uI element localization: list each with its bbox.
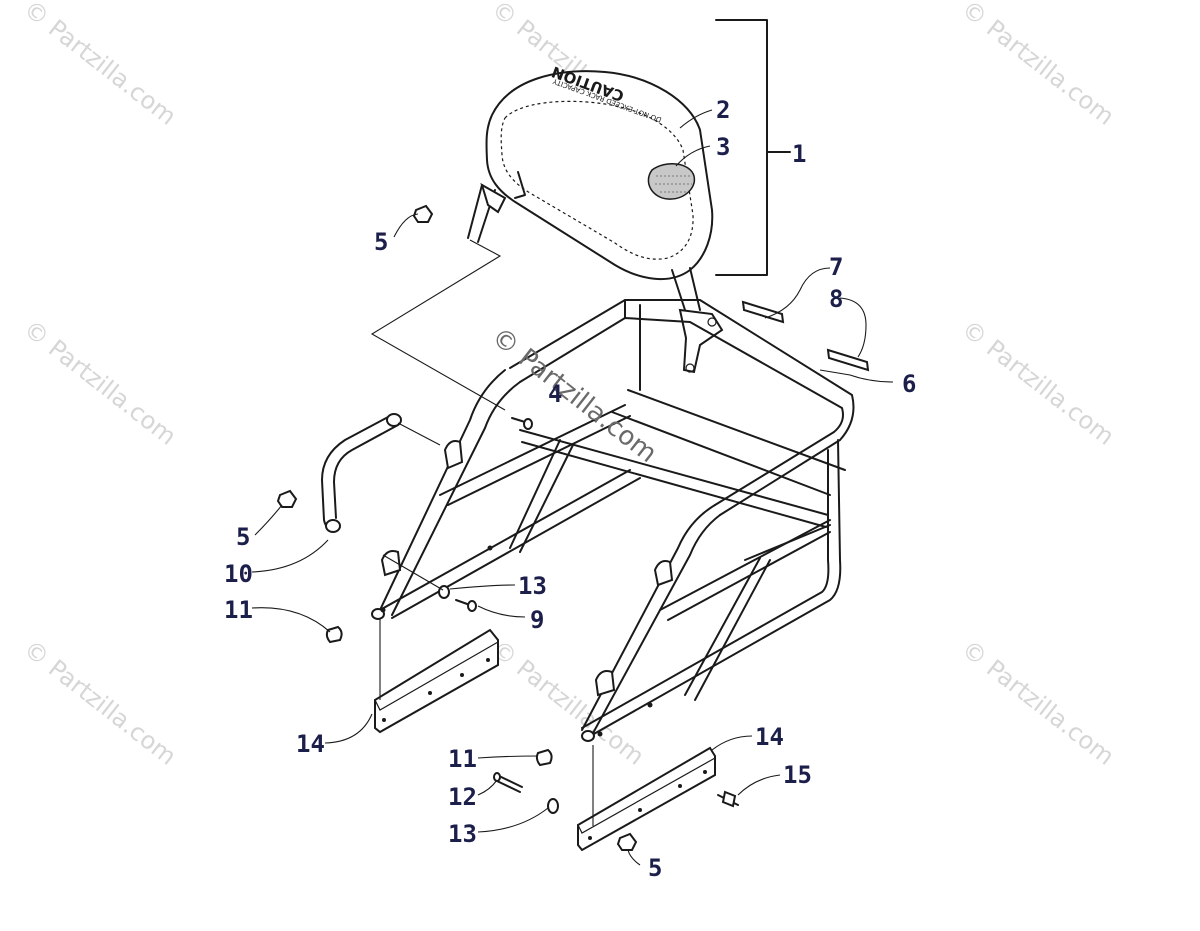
callout-7: 7: [829, 253, 843, 281]
washer-lower: [547, 798, 559, 814]
callout-3: 3: [716, 133, 730, 161]
callout-14-right: 14: [755, 723, 784, 751]
callout-5-top: 5: [374, 228, 388, 256]
watermark-top-right: © Partzilla.com: [956, 0, 1119, 131]
rivet-15: [717, 790, 739, 808]
callout-13-upper: 13: [518, 572, 547, 600]
backrest-right-bracket: [671, 267, 724, 374]
callout-15: 15: [783, 761, 812, 789]
callout-9: 9: [530, 606, 544, 634]
decal-7: [741, 300, 785, 324]
callout-14-left: 14: [296, 730, 325, 758]
washer-upper: [438, 585, 450, 599]
callout-2: 2: [716, 96, 730, 124]
end-cap-bottom: [535, 748, 553, 767]
callout-13-lower: 13: [448, 820, 477, 848]
lock-nut-bottom: [616, 832, 638, 851]
fasteners: [276, 204, 870, 851]
assembly-guides: [370, 239, 594, 826]
reflector: [647, 163, 696, 200]
callout-5-left: 5: [236, 523, 250, 551]
callout-11-left: 11: [224, 596, 253, 624]
rack-frame: [371, 299, 855, 742]
assembly-bracket: [715, 19, 791, 276]
callout-8: 8: [829, 285, 843, 313]
bolt-4: [511, 417, 533, 430]
watermark-bottom-right: © Partzilla.com: [956, 635, 1119, 771]
watermark-bottom-left: © Partzilla.com: [18, 635, 181, 771]
callout-5-bottom: 5: [648, 854, 662, 882]
callout-6: 6: [902, 370, 916, 398]
callout-1: 1: [792, 140, 806, 168]
lock-nut-top: [412, 204, 434, 223]
lock-nut-left: [276, 489, 298, 508]
watermark-mid-right: © Partzilla.com: [956, 315, 1119, 451]
grab-handle: [321, 413, 402, 533]
callout-10: 10: [224, 560, 253, 588]
end-cap-left: [325, 625, 343, 644]
watermark-top-left: © Partzilla.com: [18, 0, 181, 131]
leader-lines: [251, 109, 894, 866]
mounting-plate-left: [374, 628, 499, 734]
bolt-12: [493, 772, 523, 793]
callout-12: 12: [448, 783, 477, 811]
bolt-9: [455, 599, 477, 612]
callouts: 1 2 3 4 5 5 5 6 7 8 9 10 11 11 12 13 13 …: [224, 96, 916, 882]
callout-4: 4: [548, 380, 562, 408]
watermark-center: © Partzilla.com: [486, 322, 663, 469]
backrest-left-bracket: [467, 171, 526, 243]
mounting-plate-right: [577, 746, 716, 852]
decal-8: [826, 348, 870, 372]
watermark-mid-left: © Partzilla.com: [18, 315, 181, 451]
callout-11-bottom: 11: [448, 745, 477, 773]
